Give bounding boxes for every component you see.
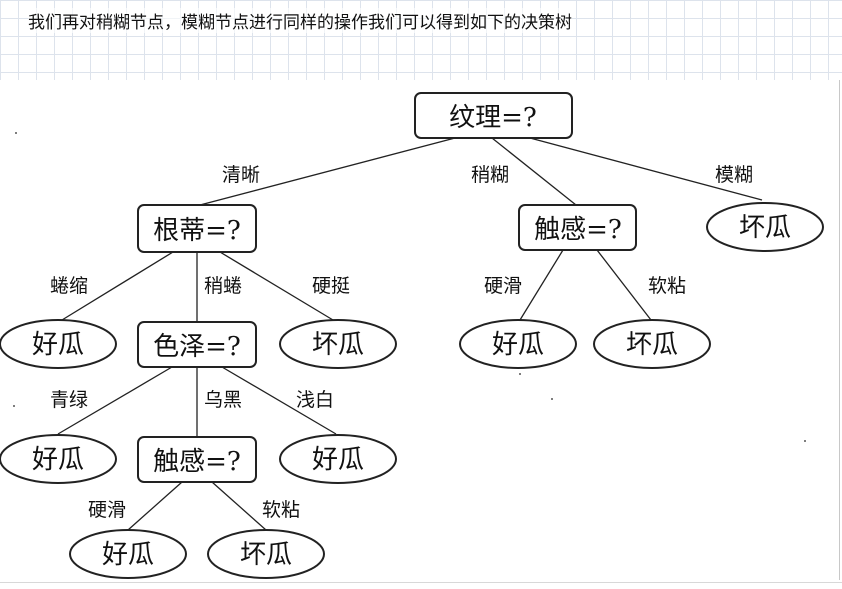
- leaf-right-soft-label: 坏瓜: [626, 330, 678, 360]
- leaf-light-label: 好瓜: [312, 445, 364, 475]
- leaf-green-label: 好瓜: [32, 445, 84, 475]
- edge-stem-curled: [61, 251, 174, 321]
- edge-root-clear: [199, 137, 456, 206]
- node-root-stem-label: 根蒂=?: [153, 216, 241, 246]
- leaf-right-soft: 坏瓜: [593, 319, 711, 369]
- leaf-curled-label: 好瓜: [32, 330, 84, 360]
- edge-label-stiff: 硬挺: [312, 275, 350, 297]
- node-color: 色泽=?: [137, 321, 257, 368]
- edge-label-slightly-curled: 稍蜷: [204, 275, 242, 297]
- edge-inner-touch-hard: [127, 481, 183, 531]
- node-touch-inner: 触感=?: [137, 436, 257, 483]
- edge-label-black: 乌黑: [204, 389, 242, 411]
- edge-root-blurry: [529, 137, 763, 201]
- edge-label-light: 浅白: [296, 389, 334, 411]
- edge-label-curled: 蜷缩: [50, 275, 88, 297]
- page-edge-line: [839, 80, 840, 580]
- tree-edges: [57, 137, 763, 531]
- edge-color-green: [57, 366, 173, 435]
- leaf-inner-soft-label: 坏瓜: [240, 540, 292, 570]
- edge-right-touch-hard: [519, 249, 564, 321]
- leaf-right-hard-label: 好瓜: [492, 330, 544, 360]
- node-root-stem: 根蒂=?: [137, 204, 257, 253]
- leaf-blurry: 坏瓜: [706, 202, 824, 252]
- edge-label-inner-hard: 硬滑: [88, 499, 126, 521]
- leaf-right-hard: 好瓜: [459, 319, 577, 369]
- edge-label-inner-soft: 软粘: [262, 499, 300, 521]
- edge-label-slightly-blurry: 稍糊: [471, 164, 509, 186]
- node-texture-label: 纹理=?: [449, 103, 537, 133]
- leaf-curled: 好瓜: [0, 319, 117, 369]
- edge-labels: 清晰 稍糊 模糊 蜷缩 稍蜷 硬挺 硬滑 软粘 青绿 乌黑 浅白 硬滑 软粘: [50, 164, 753, 521]
- edge-label-clear: 清晰: [222, 164, 260, 186]
- leaf-light: 好瓜: [279, 434, 397, 484]
- leaf-stiff: 坏瓜: [279, 319, 397, 369]
- edge-label-right-hard: 硬滑: [484, 275, 522, 297]
- edge-label-right-soft: 软粘: [648, 275, 686, 297]
- node-texture: 纹理=?: [414, 92, 573, 139]
- leaf-green: 好瓜: [0, 434, 117, 484]
- leaf-inner-hard: 好瓜: [69, 529, 187, 579]
- leaf-blurry-label: 坏瓜: [739, 213, 791, 243]
- node-touch-inner-label: 触感=?: [153, 447, 241, 477]
- leaf-inner-soft: 坏瓜: [207, 529, 325, 579]
- page-bottom-line: [0, 582, 842, 583]
- leaf-inner-hard-label: 好瓜: [102, 540, 154, 570]
- edge-label-green: 青绿: [50, 389, 88, 411]
- node-color-label: 色泽=?: [153, 332, 241, 362]
- edge-color-light: [221, 366, 337, 435]
- node-touch-right-label: 触感=?: [534, 215, 622, 245]
- edge-stem-stiff: [219, 251, 334, 321]
- leaf-stiff-label: 坏瓜: [312, 330, 364, 360]
- edge-right-touch-soft: [596, 249, 652, 321]
- edge-inner-touch-soft: [211, 481, 267, 531]
- node-touch-right: 触感=?: [518, 204, 637, 251]
- scan-specks: [13, 112, 806, 442]
- edge-label-blurry: 模糊: [715, 164, 753, 186]
- caption-text: 我们再对稍糊节点，模糊节点进行同样的操作我们可以得到如下的决策树: [28, 8, 572, 33]
- edge-root-slightly-blurry: [491, 137, 577, 206]
